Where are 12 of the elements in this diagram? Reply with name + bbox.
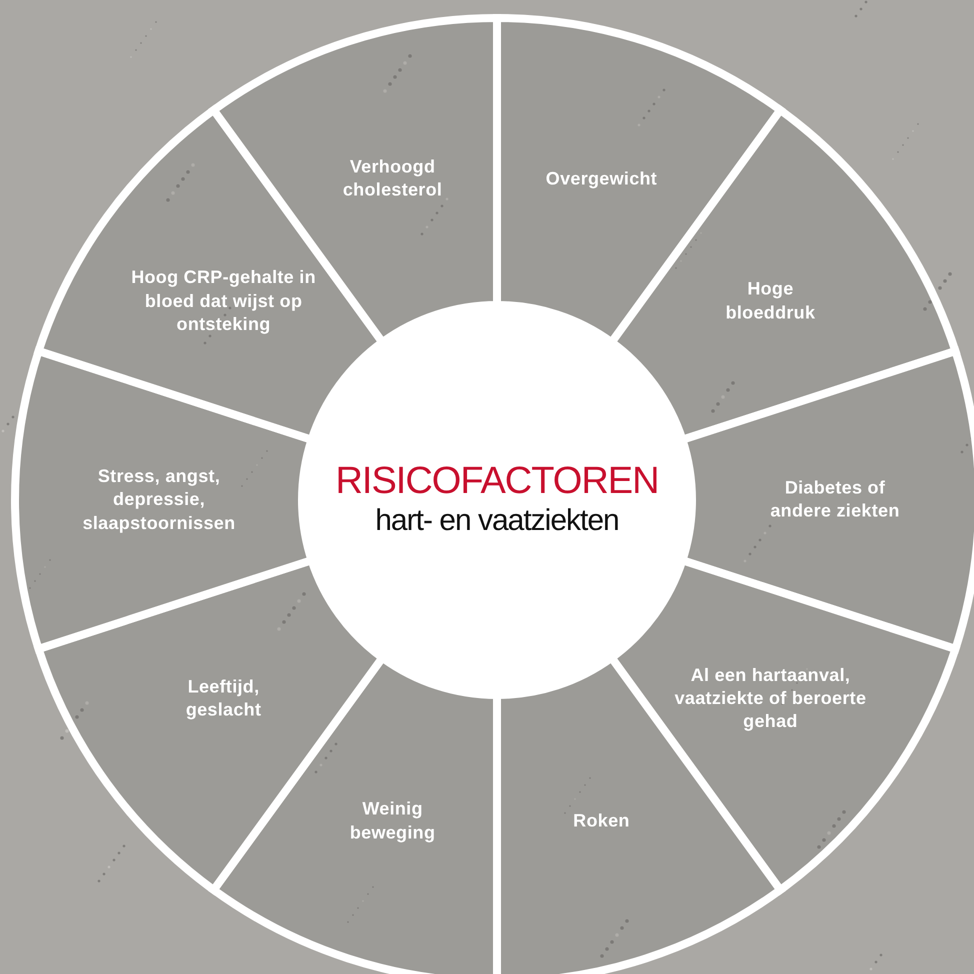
- risk-factor-label: Leeftijd, geslacht: [168, 675, 279, 722]
- risk-factor-label: Weinig beweging: [338, 798, 448, 845]
- risk-factor-label: Diabetes of andere ziekten: [755, 476, 915, 524]
- risk-factor-label: Hoge bloeddruk: [715, 278, 826, 325]
- subtitle-text: hart- en vaatziekten: [375, 502, 619, 539]
- heading-text: RISICOFACTOREN: [335, 461, 659, 503]
- risk-factor-label: Al een hartaanval, vaatziekte of beroerte gehad: [672, 664, 868, 734]
- risk-factor-label: Verhoogd cholesterol: [328, 155, 458, 202]
- risk-factor-label: Overgewicht: [526, 166, 676, 190]
- risk-factor-label: Roken: [541, 810, 662, 834]
- risk-factor-label: Stress, angst, depressie, slaapstoornissen: [69, 464, 249, 536]
- risk-factor-label: Hoog CRP-gehalte in bloed dat wijst op ontsteking: [124, 266, 324, 336]
